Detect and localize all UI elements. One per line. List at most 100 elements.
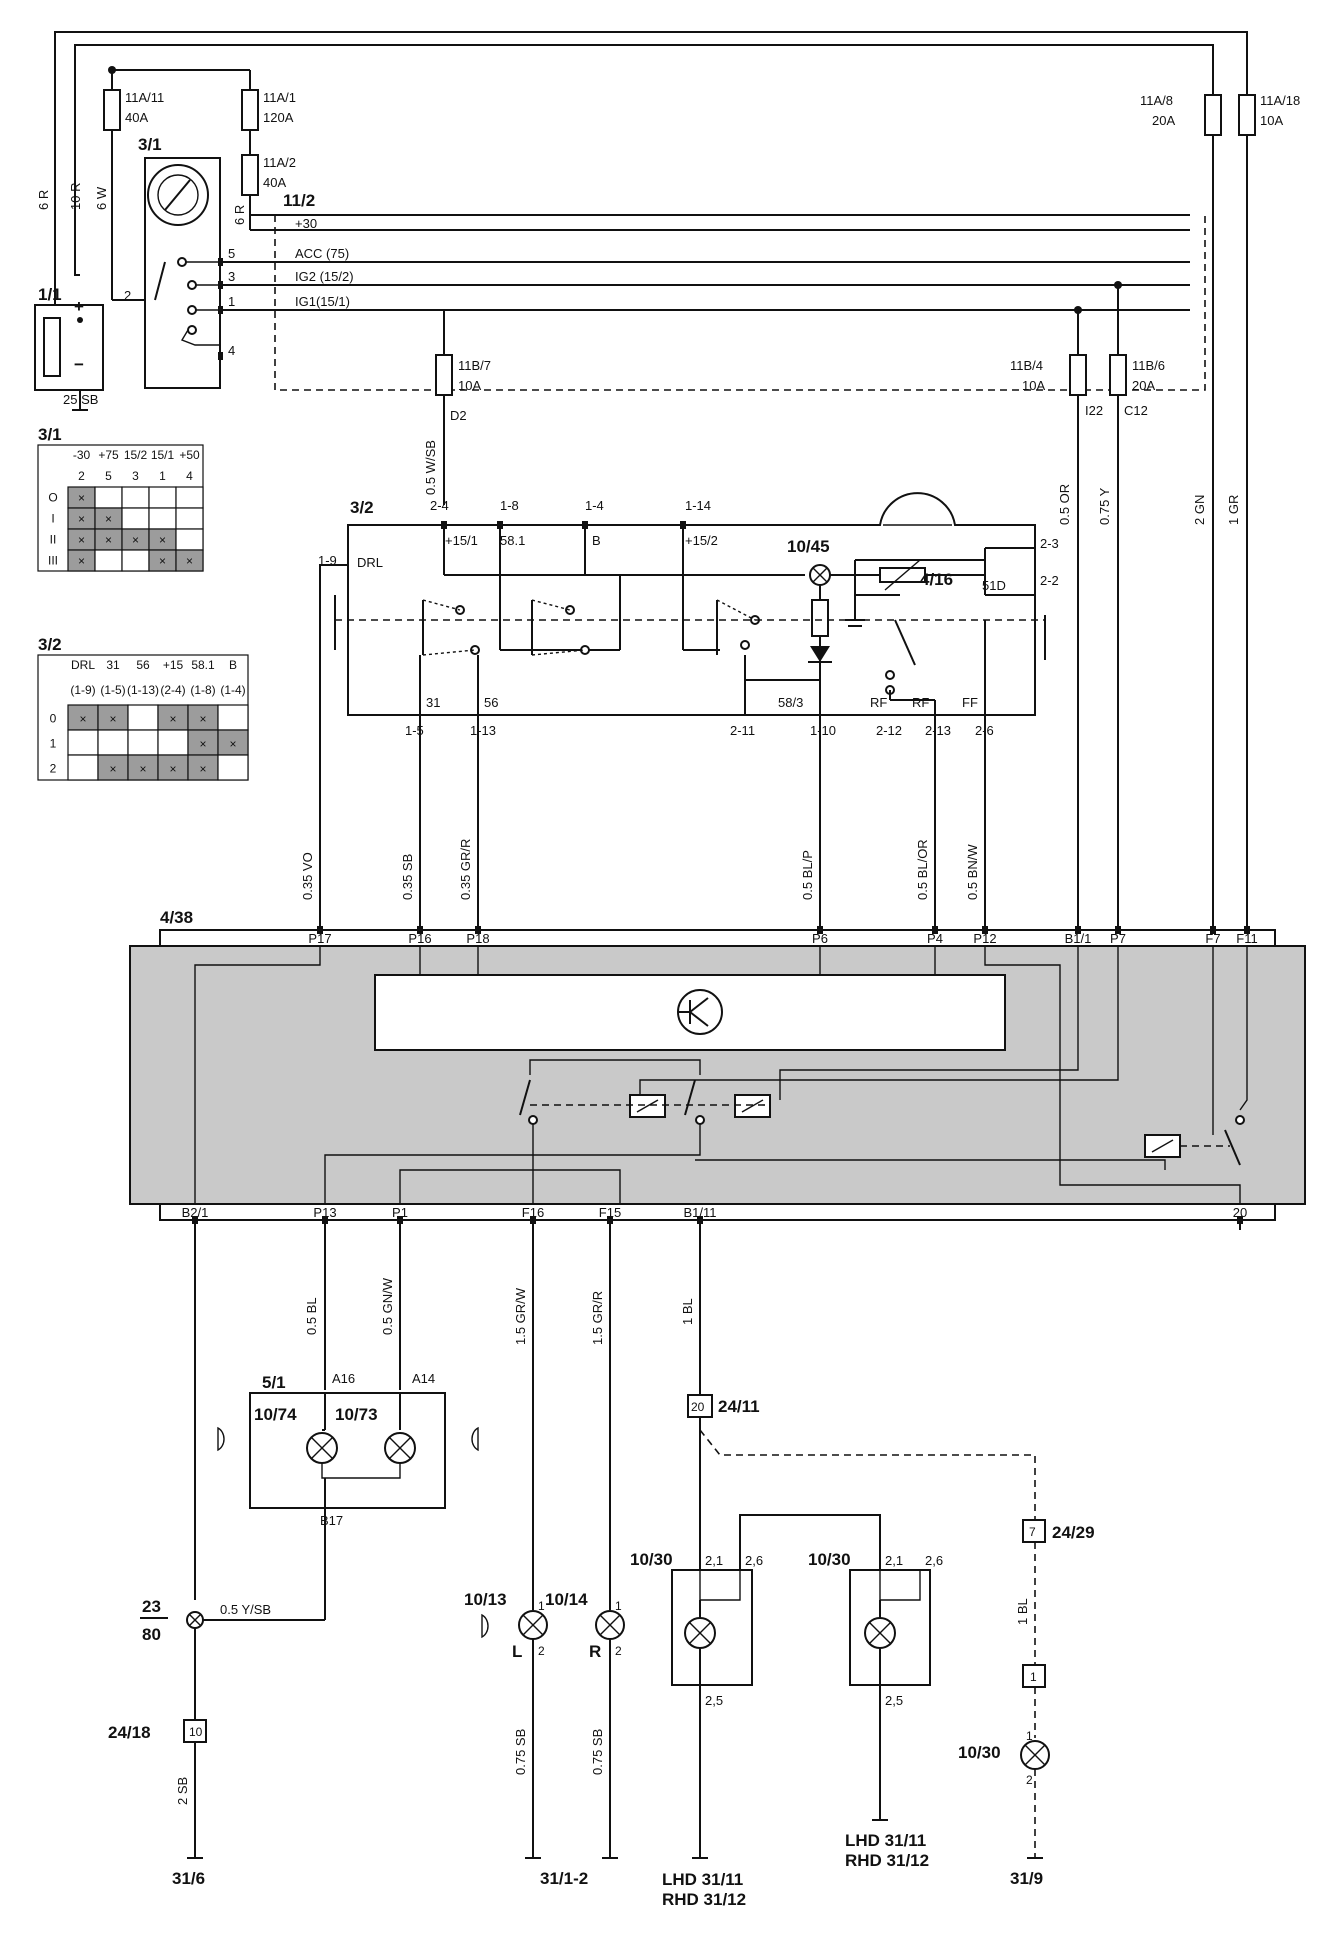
side-label: L (512, 1642, 522, 1661)
table-header: B (229, 658, 237, 672)
top-bus-wires (54, 31, 1248, 930)
wire-label: 0.75 SB (513, 1729, 528, 1775)
rear-fog-section: 20 24/11 10/30 2,1 2,6 2,5 LHD 31/11 RHD… (630, 1394, 1095, 1909)
component-label: 24/29 (1052, 1523, 1095, 1542)
pin-label: 2 (124, 288, 131, 303)
pin-label: 1-13 (470, 723, 496, 738)
fuse-label: 11A/2 (263, 155, 296, 170)
pin-label: A14 (412, 1371, 435, 1386)
connector-label: D2 (450, 408, 467, 423)
connector-label: C12 (1124, 403, 1148, 418)
fuse-label: 11B/6 (1132, 358, 1165, 373)
fuse-label: 11A/11 (125, 90, 164, 105)
pin-label: 31 (426, 695, 440, 710)
module-pin (317, 926, 323, 934)
wire-label: 0.75 Y (1097, 487, 1112, 525)
pin-label: 1 (538, 1599, 545, 1613)
pin-label: +15/2 (685, 533, 718, 548)
table-subheader: 3 (132, 469, 139, 483)
table-cell (97, 704, 129, 731)
wire-label: 0.5 BL (304, 1297, 319, 1335)
pin-label: 58/3 (778, 695, 803, 710)
module-pin-label: P12 (973, 931, 996, 946)
table-mark: × (79, 712, 86, 726)
table-cell (148, 507, 177, 530)
pin-label: 2-11 (730, 723, 755, 738)
battery: 1/1 + − 25 SB (34, 285, 104, 411)
pin-label: 2,5 (885, 1693, 903, 1708)
table-cell (217, 754, 249, 781)
table-header: 58.1 (191, 658, 215, 672)
table-subheader: (1-4) (220, 683, 245, 697)
table-mark: × (169, 762, 176, 776)
table-subheader: (1-8) (190, 683, 215, 697)
wire-label: 0.35 GR/R (458, 839, 473, 900)
component-label: 10/14 (545, 1590, 588, 1609)
pin-label: RF (912, 695, 929, 710)
wire-label: 0.75 SB (590, 1729, 605, 1775)
module-pin (817, 926, 823, 934)
component-label: 24/11 (718, 1397, 760, 1416)
table-mark: × (105, 533, 112, 547)
table-subheader: 5 (105, 469, 112, 483)
component-label: 23 (142, 1597, 161, 1616)
pin-label: 20 (691, 1400, 705, 1414)
pin-label: 1-14 (685, 498, 711, 513)
table-row-label: 0 (50, 712, 57, 726)
ground-label: 31/9 (1010, 1869, 1043, 1888)
pin-label: DRL (357, 555, 383, 570)
wire-label: 6 W (94, 186, 109, 210)
wire-label: 2 GN (1192, 495, 1207, 525)
module-pin-label: F15 (599, 1205, 621, 1220)
rail-label: IG2 (15/2) (295, 269, 354, 284)
module-pin-label: P16 (408, 931, 431, 946)
table-cell (148, 486, 177, 509)
table-3-2: 3/2 DRL(1-9)31(1-5)56(1-13)+15(2-4)58.1(… (37, 635, 249, 781)
fuse-rating: 10A (1260, 113, 1283, 128)
pin-label: 1 (1030, 1670, 1037, 1684)
table-subheader: 2 (78, 469, 85, 483)
table-cell (94, 486, 123, 509)
table-mark: × (169, 712, 176, 726)
table-subheader: 1 (159, 469, 166, 483)
module-pin (1210, 926, 1216, 934)
pin-label: B (592, 533, 601, 548)
table-header: 15/1 (151, 448, 175, 462)
pin-label: A16 (332, 1371, 355, 1386)
pin-label: 2,6 (925, 1553, 943, 1568)
wire-label: 1 BL (1015, 1598, 1030, 1625)
module-pin-label: B1/1 (1065, 931, 1092, 946)
ground-label: 31/1-2 (540, 1869, 588, 1888)
table-cell (67, 704, 99, 731)
table-header: +75 (98, 448, 119, 462)
table-header: +50 (179, 448, 200, 462)
wire-label: 0.5 BL/OR (915, 839, 930, 900)
fuse-rating: 120A (263, 110, 294, 125)
wire-label: 2 SB (175, 1777, 190, 1805)
module-pin-label: P13 (313, 1205, 336, 1220)
wire-label: 0.5 BL/P (800, 850, 815, 900)
table-mark: × (78, 491, 85, 505)
component-label: 3/2 (350, 498, 374, 517)
wire-label: 0.35 VO (300, 852, 315, 900)
component-label: 1/1 (38, 285, 62, 304)
pin-label: 1-8 (500, 498, 519, 513)
table-cell (157, 729, 189, 756)
table-cell (97, 729, 129, 756)
wire-label: 1 GR (1226, 495, 1241, 525)
table-mark: × (78, 533, 85, 547)
pin-label: 7 (1029, 1525, 1036, 1539)
table-subheader: (1-9) (70, 683, 95, 697)
pin-label: 2 (538, 1644, 545, 1658)
light-switch: 3/2 2-4 +15/1 1-8 58.1 1-4 B 1-14 +15/2 … (318, 492, 1059, 930)
wire-label: 25 SB (63, 392, 98, 407)
fuse-11a8: 11A/8 20A (1140, 93, 1222, 136)
pin-label: FF (962, 695, 978, 710)
component-label: 10/13 (464, 1590, 507, 1609)
fuse-label: 11A/1 (263, 90, 296, 105)
table-mark: × (159, 554, 166, 568)
table-mark: × (78, 512, 85, 526)
wire-label: 6 R (36, 190, 51, 210)
table-cell (175, 507, 204, 530)
module-pin-label: F11 (1236, 931, 1257, 946)
